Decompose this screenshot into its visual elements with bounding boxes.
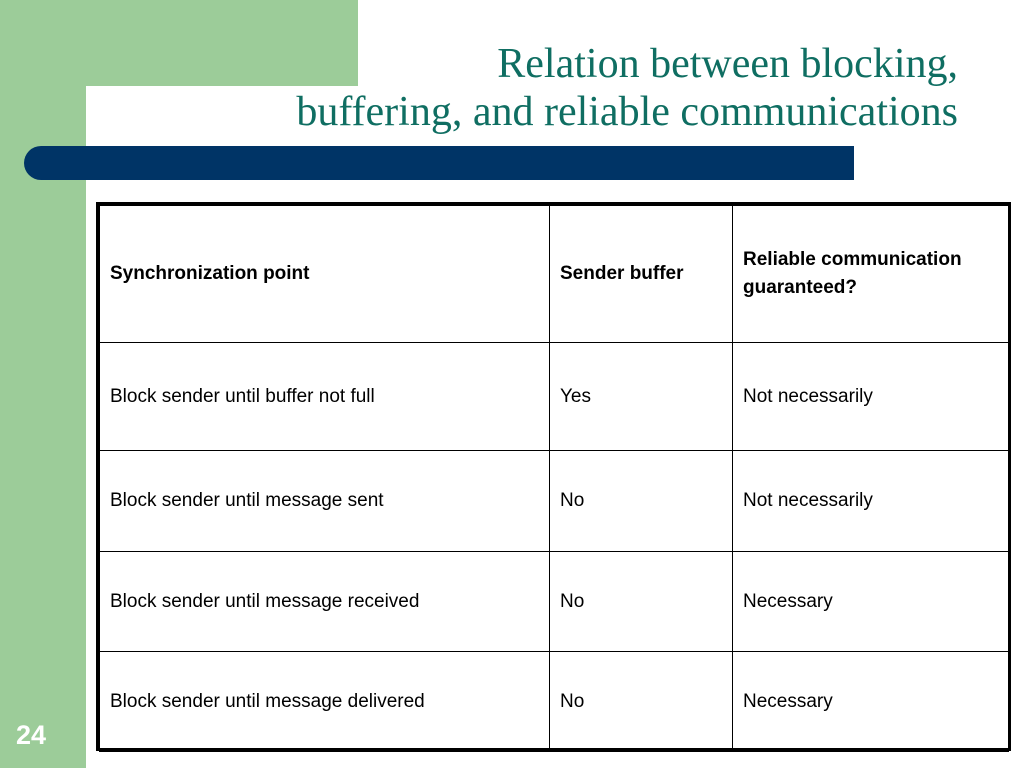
cell-sender-buffer: No [549,651,733,752]
cell-sender-buffer: No [549,551,733,652]
cell-synchronization-point: Block sender until message delivered [99,651,550,752]
header-synchronization-point: Synchronization point [99,205,550,343]
table-row: Block sender until buffer not full Yes N… [99,342,1009,451]
header-sender-buffer: Sender buffer [549,205,733,343]
slide-title: Relation between blocking, buffering, an… [100,40,1020,136]
cell-synchronization-point: Block sender until message sent [99,450,550,552]
cell-reliable-communication: Necessary [732,551,1009,652]
table-header-row: Synchronization point Sender buffer Reli… [99,205,1009,343]
comparison-table: Synchronization point Sender buffer Reli… [99,205,1009,752]
cell-synchronization-point: Block sender until message received [99,551,550,652]
page-number: 24 [16,720,47,750]
table-row: Block sender until message delivered No … [99,651,1009,752]
table-row: Block sender until message sent No Not n… [99,450,1009,552]
slide-title-line-1: Relation between blocking, [497,41,958,87]
cell-sender-buffer: Yes [549,342,733,451]
title-underline-bar [24,146,854,180]
slide-title-line-2: buffering, and reliable communications [296,89,958,135]
cell-reliable-communication: Not necessarily [732,450,1009,552]
comparison-table-frame: Synchronization point Sender buffer Reli… [96,202,1011,752]
cell-sender-buffer: No [549,450,733,552]
header-reliable-communication: Reliable communication guaranteed? [732,205,1009,343]
cell-reliable-communication: Necessary [732,651,1009,752]
cell-reliable-communication: Not necessarily [732,342,1009,451]
left-decor-band [0,0,86,768]
cell-synchronization-point: Block sender until buffer not full [99,342,550,451]
table-row: Block sender until message received No N… [99,551,1009,652]
top-decor-band [86,0,358,86]
